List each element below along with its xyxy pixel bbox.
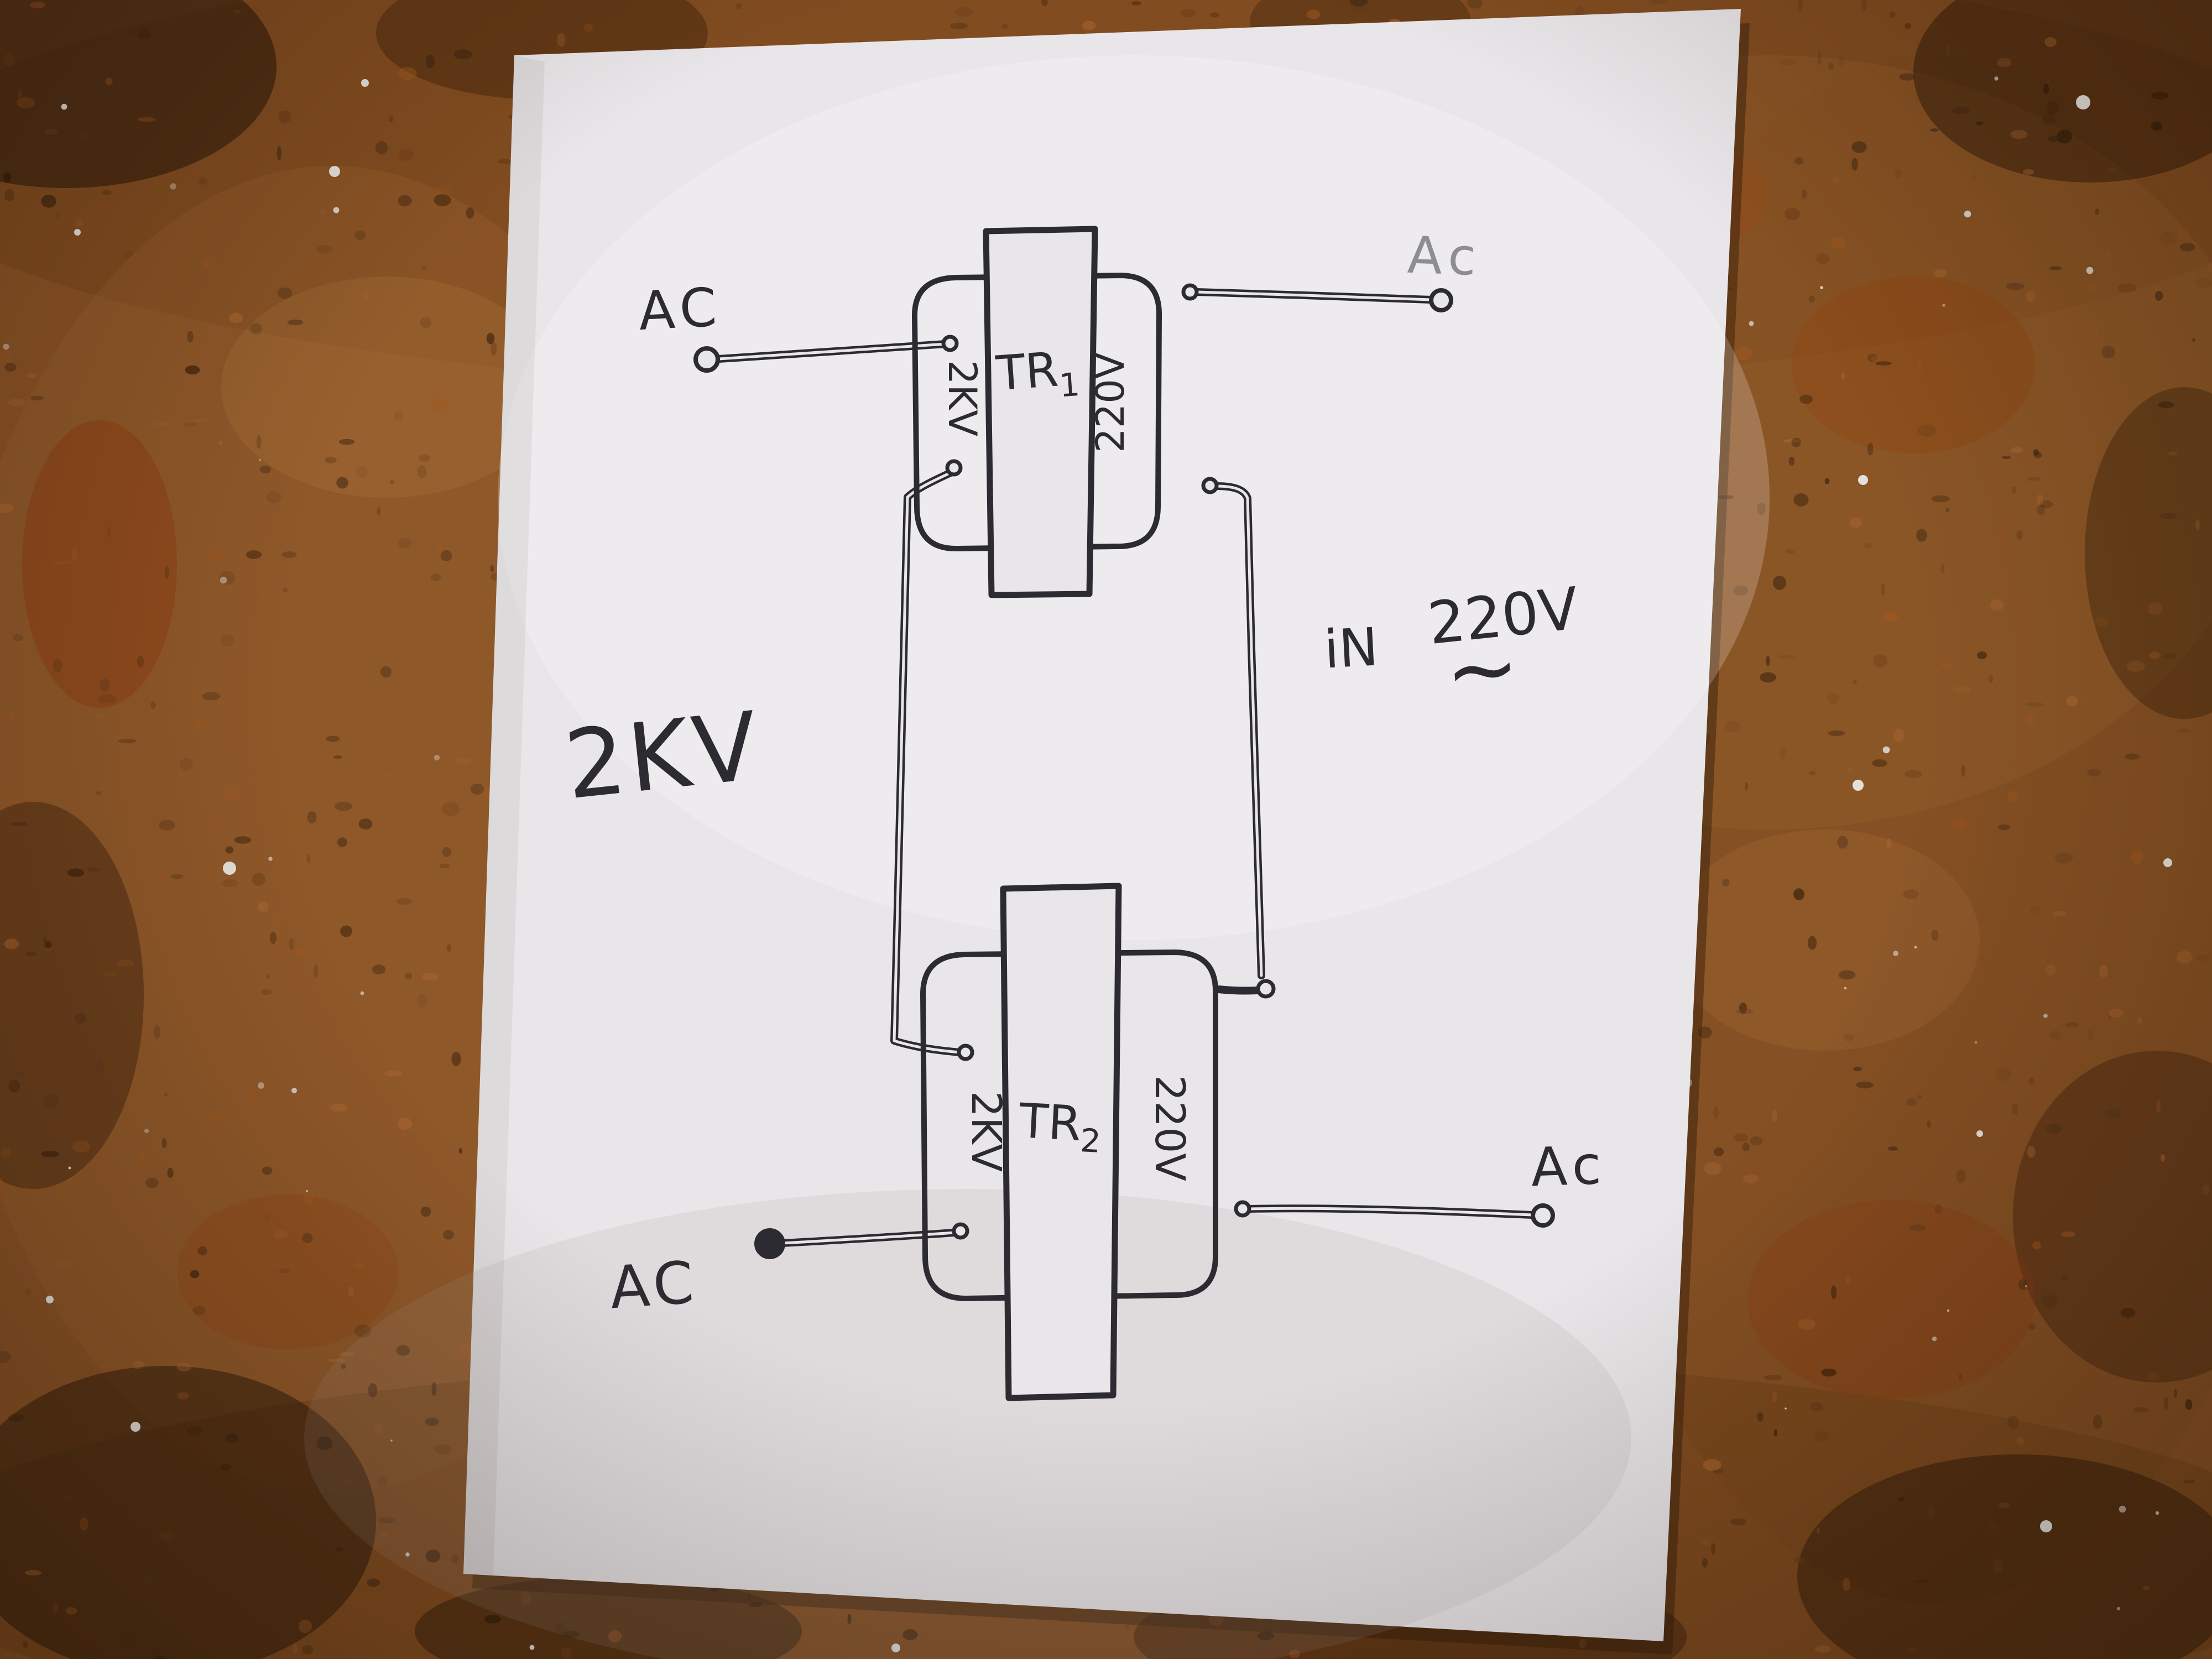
label-2kv-note: 2KV [560, 691, 766, 821]
label-ac-bottom-left: AC [608, 1249, 700, 1322]
terminals [941, 283, 1276, 1240]
terminal-tr1-primary-bottom [945, 459, 963, 477]
label-ac-top-right: Ac [1406, 226, 1484, 288]
schematic-drawing [693, 226, 1555, 1401]
wire-highlights [709, 290, 1533, 1245]
wire-junction-stub [1215, 985, 1261, 995]
terminal-tr1-secondary-top [1181, 283, 1199, 301]
ac-node-top-left [693, 346, 720, 373]
label-tr1-primary: 2KV [940, 360, 985, 436]
ac-end-nodes [693, 288, 1555, 1259]
label-tr2-name: TR2 [1017, 1093, 1103, 1160]
terminal-tr2-primary-bottom [952, 1222, 969, 1240]
tr1-name-subscript: 1 [1058, 366, 1081, 404]
label-in-voltage: 220V [1425, 575, 1582, 658]
transformer-tr2-core [1000, 883, 1122, 1401]
label-ac-wave-symbol: ~ [1442, 615, 1523, 723]
label-ac-bottom-right: Ac [1530, 1134, 1608, 1199]
label-tr2-secondary: 220V [1146, 1075, 1193, 1181]
transformer-tr1-core [983, 226, 1098, 598]
ac-node-bottom-right [1531, 1203, 1555, 1228]
terminal-tr2-secondary-bottom [1234, 1200, 1251, 1218]
paper-shading [304, 55, 1770, 1659]
terminal-tr1-secondary-bottom [1201, 477, 1219, 494]
label-in-word: iN [1323, 617, 1380, 681]
tr2-name-prefix: TR [1017, 1093, 1082, 1152]
tr2-name-subscript: 2 [1079, 1121, 1102, 1160]
terminal-junction-right [1256, 979, 1276, 999]
label-tr1-secondary: 220V [1088, 352, 1133, 453]
ac-node-bottom-left [754, 1228, 785, 1259]
transformer-tr2-body [920, 950, 1219, 1301]
terminal-tr1-primary-top [941, 335, 959, 352]
paper-sheet [463, 9, 1741, 1641]
label-tr2-primary: 2KV [962, 1091, 1010, 1172]
label-tr1-name: TR1 [994, 341, 1081, 409]
transformer-tr1-body [911, 273, 1162, 552]
handwritten-labels: AC Ac 2KV iN 220V ~ Ac AC 2KV TR1 220V 2… [560, 226, 1608, 1322]
tr1-name-prefix: TR [994, 342, 1060, 402]
carpet-silver-flecks [46, 35, 2172, 1652]
label-ac-top-left: AC [637, 276, 724, 342]
terminal-tr2-primary-top [957, 1044, 974, 1061]
ac-node-top-right [1429, 288, 1453, 312]
